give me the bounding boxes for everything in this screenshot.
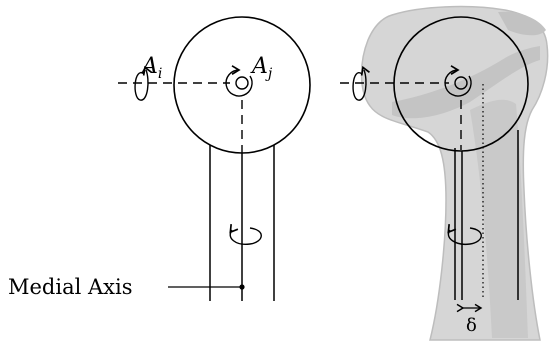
schematic-joint: Ai Aj Medial Axis <box>8 16 311 301</box>
label-medial-axis: Medial Axis <box>8 275 133 299</box>
bone-twist-arrow <box>447 224 482 245</box>
label-ai: Ai <box>140 54 162 82</box>
rotation-arrow-ai <box>134 65 152 101</box>
label-aj: Aj <box>250 54 273 82</box>
bone-rotation-arrow-ai <box>352 65 370 101</box>
label-delta: δ <box>466 315 477 336</box>
bone-rotation-arrow-aj <box>444 65 472 97</box>
twist-arrow <box>229 224 262 245</box>
bone-shade-band <box>392 46 540 119</box>
bone-tubercle <box>498 11 546 36</box>
bone-shade-shaft <box>470 99 528 338</box>
bone-joint-center-small <box>454 76 468 90</box>
rotation-arrow-aj <box>225 65 253 97</box>
bone-overlay: δ <box>340 5 549 341</box>
bone-joint-sphere <box>393 16 529 152</box>
medial-axis-dot <box>239 284 245 290</box>
joint-center-small <box>235 76 249 90</box>
